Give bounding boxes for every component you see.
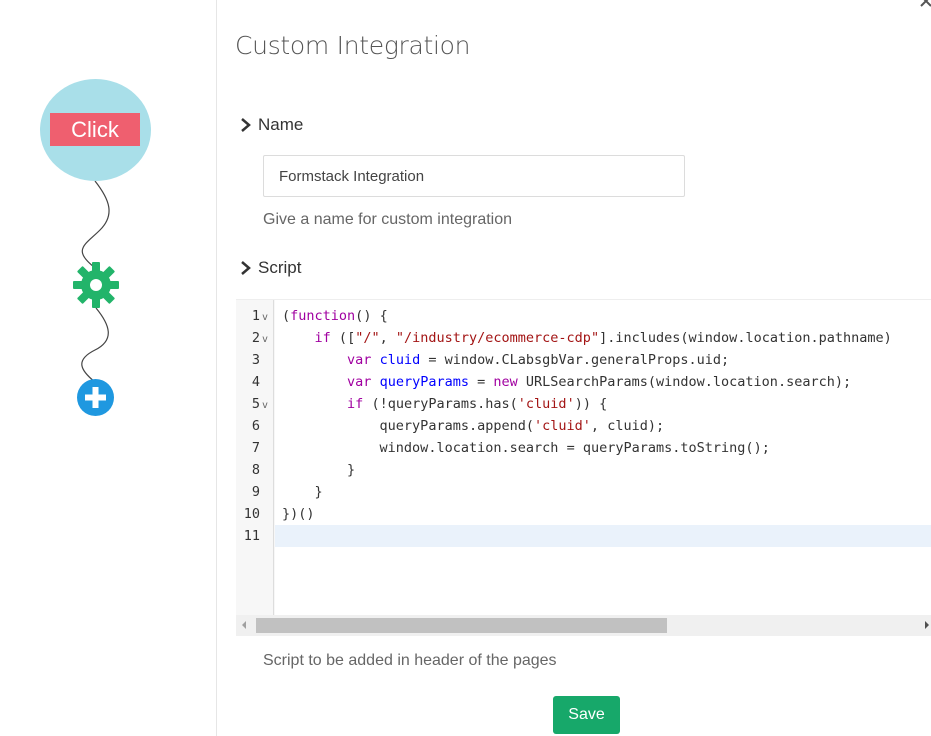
flow-connector [81, 180, 110, 383]
code-text: } [347, 462, 356, 478]
code-text: var queryParams = new URLSearchParams(wi… [347, 374, 852, 390]
name-section-label: Name [258, 115, 304, 134]
code-text: var cluid = window.CLabsgbVar.generalPro… [347, 352, 730, 368]
code-text: if (["/", "/industry/ecommerce-cdp"].inc… [314, 330, 892, 346]
code-line[interactable]: 9 } [236, 481, 931, 503]
line-number: 11 [243, 528, 260, 544]
script-help-text: Script to be added in header of the page… [263, 652, 557, 669]
code-line[interactable]: 7 window.location.search = queryParams.t… [236, 437, 931, 459]
code-line[interactable]: 3 var cluid = window.CLabsgbVar.generalP… [236, 349, 931, 371]
gear-icon[interactable] [73, 262, 119, 308]
line-number: 2 [251, 330, 260, 346]
scroll-right-arrow-icon[interactable] [925, 621, 929, 629]
click-trigger-label[interactable]: Click [50, 113, 140, 146]
close-icon[interactable] [919, 0, 931, 8]
line-number: 8 [251, 462, 260, 478]
chevron-right-icon [241, 118, 251, 132]
name-section-toggle[interactable]: Name [240, 115, 303, 135]
scrollbar-thumb[interactable] [256, 618, 667, 633]
line-number: 3 [251, 352, 260, 368]
code-text: queryParams.append('cluid', cluid); [379, 418, 665, 434]
horizontal-scrollbar[interactable] [236, 615, 931, 636]
line-number: 9 [251, 484, 260, 500]
line-number: 1 [251, 308, 260, 324]
integration-name-input[interactable] [263, 155, 685, 197]
fold-toggle-icon[interactable]: v [262, 400, 269, 411]
code-line[interactable]: 6 queryParams.append('cluid', cluid); [236, 415, 931, 437]
code-text: if (!queryParams.has('cluid')) { [347, 396, 608, 412]
page-title: Custom Integration [235, 31, 471, 60]
line-number: 7 [251, 440, 260, 456]
save-button[interactable]: Save [553, 696, 620, 734]
line-number: 5 [251, 396, 260, 412]
code-text: } [314, 484, 323, 500]
script-section-label: Script [258, 258, 302, 277]
code-area[interactable] [275, 300, 931, 616]
fold-toggle-icon[interactable]: v [262, 312, 269, 323]
name-help-text: Give a name for custom integration [263, 211, 513, 228]
code-text: (function() { [282, 308, 388, 324]
code-text: window.location.search = queryParams.toS… [379, 440, 770, 456]
line-number: 6 [251, 418, 260, 434]
line-number-gutter [236, 300, 274, 616]
line-number: 10 [243, 506, 260, 522]
fold-toggle-icon[interactable]: v [262, 334, 269, 345]
line-number: 4 [251, 374, 260, 390]
code-line[interactable]: 8 } [236, 459, 931, 481]
flow-panel: Click [0, 0, 217, 736]
code-line[interactable]: 11 [244, 525, 931, 547]
script-section-toggle[interactable]: Script [240, 258, 301, 278]
add-node-icon[interactable] [77, 379, 114, 416]
chevron-right-icon [241, 261, 251, 275]
scroll-left-arrow-icon[interactable] [242, 621, 246, 629]
code-line[interactable]: 10 })() [236, 503, 931, 525]
code-text: })() [282, 506, 315, 522]
code-line[interactable]: 4 var queryParams = new URLSearchParams(… [236, 371, 931, 393]
